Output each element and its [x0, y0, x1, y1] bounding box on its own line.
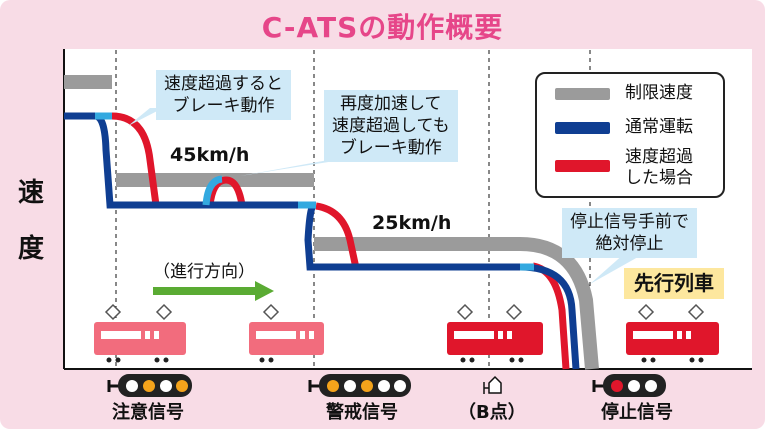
legend-label-over-line-2: した場合	[625, 168, 693, 188]
beacon-icon	[483, 375, 502, 394]
legend: 制限速度 通常運転 速度超過 した場合	[535, 72, 725, 198]
callout-brake-2-line-1: 再度加速して	[340, 94, 442, 114]
diamond-marker-icon	[687, 303, 705, 321]
signal-icon	[592, 374, 666, 397]
signal-icon	[308, 374, 411, 397]
callout-brake-1: 速度超過すると ブレーキ動作	[156, 70, 291, 120]
acceleration-accent-2	[202, 175, 223, 206]
legend-label-over: 速度超過 した場合	[625, 147, 693, 189]
train-icon	[447, 322, 543, 363]
over-speed-curve-1	[111, 112, 160, 206]
arrow-right-icon	[255, 281, 274, 301]
over-speed-curve-2	[206, 176, 246, 206]
legend-swatch-over	[555, 160, 610, 172]
signal-label-b-point: （B点）	[458, 402, 526, 423]
legend-label-normal: 通常運転	[625, 117, 693, 137]
callout-brake-1-line-1: 速度超過すると	[164, 74, 283, 94]
direction-label: （進行方向）	[153, 262, 255, 282]
y-axis-label-1: 速	[18, 178, 45, 208]
signal-label-caution: 注意信号	[112, 402, 184, 423]
diamond-marker-icon	[456, 303, 474, 321]
legend-label-limit: 制限速度	[625, 83, 693, 103]
speed-limit-line-3	[314, 237, 599, 370]
diamond-markers	[104, 303, 705, 321]
over-speed-curve-3	[315, 202, 360, 269]
callout-brake-1-line-2: ブレーキ動作	[172, 96, 275, 116]
train-icon	[626, 322, 719, 363]
preceding-train-label: 先行列車	[624, 268, 724, 299]
callout-stop: 停止信号手前で 絶対停止	[562, 208, 697, 258]
train-icon	[94, 322, 186, 363]
callout-brake-2-line-3: ブレーキ動作	[339, 138, 442, 158]
signal-label-warning: 警戒信号	[326, 402, 398, 423]
callout-stop-line-1: 停止信号手前で	[570, 212, 689, 232]
diamond-marker-icon	[262, 303, 280, 321]
signal-label-stop: 停止信号	[601, 402, 673, 423]
signal-icon	[107, 374, 192, 397]
callout-brake-2-line-2: 速度超過しても	[332, 116, 450, 136]
callout-brake-2: 再度加速して 速度超過しても ブレーキ動作	[324, 90, 458, 162]
legend-label-over-line-1: 速度超過	[625, 147, 693, 167]
speed-label-25: 25km/h	[372, 212, 452, 234]
callout-stop-line-2: 絶対停止	[595, 234, 664, 254]
diagram-title: C-ATSの動作概要	[261, 11, 504, 44]
callout-pointer-3	[590, 253, 645, 284]
train-icon	[249, 322, 324, 363]
diamond-marker-icon	[155, 303, 173, 321]
diamond-marker-icon	[505, 303, 523, 321]
legend-swatch-normal	[555, 122, 610, 134]
normal-operation-line	[64, 112, 580, 370]
y-axis-label-2: 度	[18, 234, 45, 264]
speed-label-45: 45km/h	[170, 144, 250, 166]
callout-pointer-1	[128, 108, 163, 126]
diamond-marker-icon	[104, 303, 122, 321]
legend-swatch-limit	[555, 88, 610, 100]
diamond-marker-icon	[637, 303, 655, 321]
